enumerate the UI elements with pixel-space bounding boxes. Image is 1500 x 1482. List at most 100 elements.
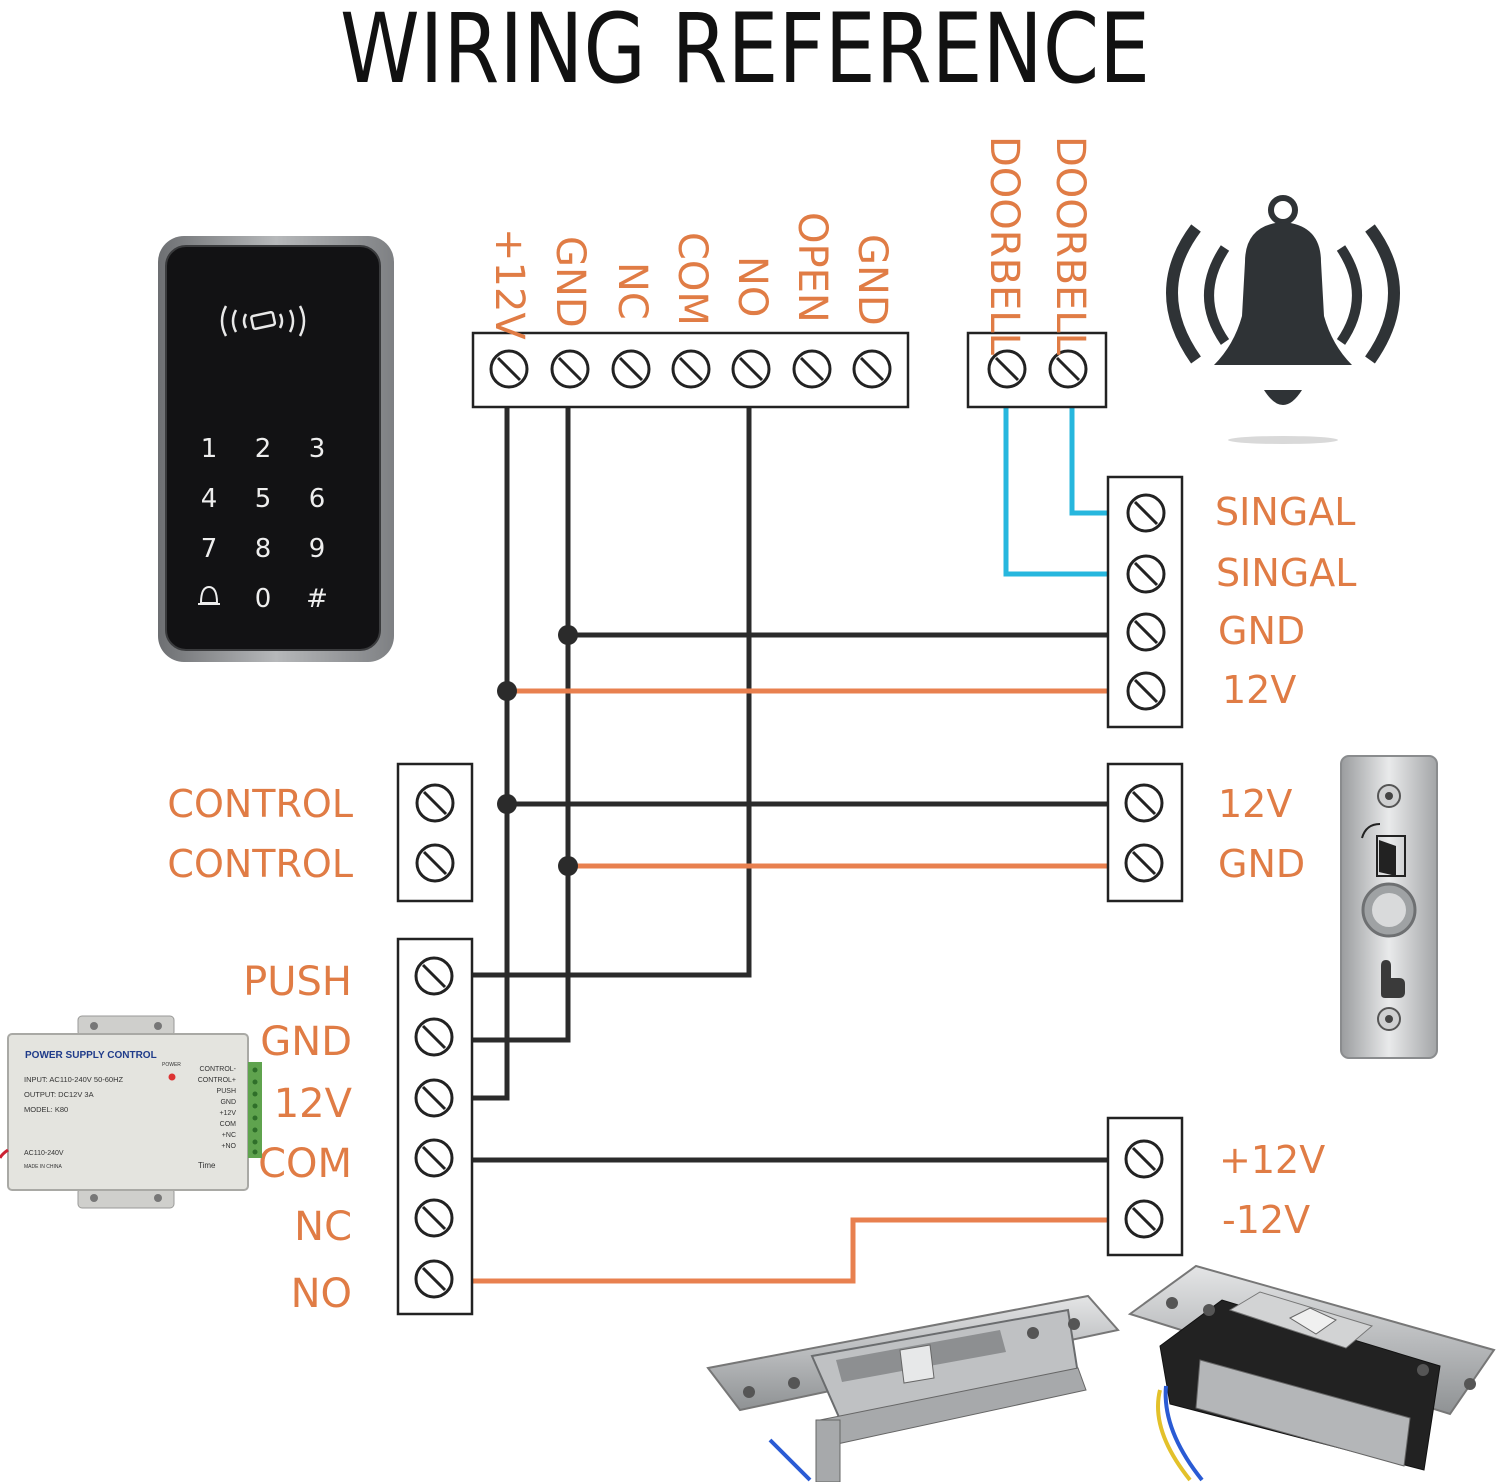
power-supply-block [396,937,474,1316]
psu-made-label: MADE IN CHINA [24,1164,62,1170]
keypad-key: 1 [201,434,218,464]
power-supply-label: NC [294,1204,352,1250]
keypad-terminal-label: GND [849,234,895,326]
keypad-terminal-screw [852,349,892,389]
keypad-key: 6 [309,484,326,514]
exit-button-image [1340,755,1438,1059]
doorbell-module-screw [1126,493,1166,533]
power-supply-label: GND [260,1019,352,1065]
doorbell-terminal-screw [987,349,1027,389]
keypad-terminal-label: COM [669,232,715,326]
keypad-terminal-block [471,331,910,409]
lock-label: -12V [1222,1198,1310,1242]
psu-ac-label: AC110-240V [24,1150,64,1157]
power-supply-label: 12V [274,1081,353,1127]
psu-line-output: OUTPUT: DC12V 3A [24,1090,94,1099]
wire-keypad-no-push [472,405,752,978]
door-icon [1361,823,1406,877]
keypad-terminal-screw [792,349,832,389]
power-supply-screw [414,1017,454,1057]
keypad-terminal-label: GND [547,236,593,328]
keypad-terminal-screw [671,349,711,389]
control-screw [415,783,455,823]
doorbell-module-label: 12V [1222,668,1296,712]
doorbell-terminal-label: DOORBELL [981,136,1027,356]
bell-icon [1166,195,1400,444]
doorbell-module-screw [1126,554,1166,594]
keypad-key: 5 [255,484,272,514]
wire-doorbell-signal-1 [1003,405,1108,577]
lock-label: +12V [1219,1138,1325,1182]
control-label: CONTROL [167,782,353,826]
psu-terminal-labels: CONTROL- CONTROL+ PUSH GND +12V COM +NC +NO [198,1066,237,1150]
rfid-icon [220,305,306,337]
keypad-terminal-label: NO [729,256,775,317]
power-supply-label: NO [291,1271,352,1317]
psu-terminal-label: +NO [221,1143,236,1150]
keypad-terminal-screw [550,349,590,389]
psu-terminal-label: CONTROL+ [198,1077,236,1084]
keypad-terminal-label: +12V [486,228,532,340]
psu-terminal-label: CONTROL- [199,1066,236,1073]
keypad-key: # [306,584,328,614]
doorbell-terminal-label: DOORBELL [1047,136,1093,356]
psu-title: POWER SUPPLY CONTROL [25,1050,157,1061]
doorbell-terminal-screw [1048,349,1088,389]
terminal-blocks [396,331,1184,1316]
door-strike-image-1 [706,1294,1120,1482]
power-supply-screw [414,1198,454,1238]
keypad-key: 0 [255,584,272,614]
lock-screw [1124,1199,1164,1239]
exit-button-screw [1124,843,1164,883]
psu-power-label: POWER [162,1062,181,1068]
wires [472,405,1108,1284]
psu-line-model: MODEL: K80 [24,1105,68,1114]
wire-keypad-12v [472,405,510,1101]
keypad-terminal-label: OPEN [789,212,835,323]
doorbell-module-label: SINGAL [1215,490,1355,534]
psu-line-input: INPUT: AC110-240V 50-60HZ [24,1075,123,1084]
junctions [497,625,578,876]
keypad-terminal-screw [489,349,529,389]
keypad-key: 7 [201,534,218,564]
exit-button-label: GND [1218,842,1305,886]
keypad-terminal-screw [731,349,771,389]
power-supply-screw [414,956,454,996]
doorbell-module-label: GND [1218,609,1305,653]
lock-screw [1124,1139,1164,1179]
psu-terminal-label: COM [220,1121,237,1128]
control-label: CONTROL [167,842,353,886]
control-screw [415,843,455,883]
wire-keypad-gnd [472,405,571,1043]
exit-button-label: 12V [1218,782,1292,826]
doorbell-module-screw [1126,612,1166,652]
keypad-terminal-screw [611,349,651,389]
power-supply-screw [414,1078,454,1118]
power-supply-label: PUSH [243,959,352,1005]
keypad-terminal-label: NC [609,262,655,320]
hand-icon [1381,960,1405,998]
door-strike-image-2 [1127,1264,1496,1482]
page-title: WIRING REFERENCE [340,0,1150,105]
psu-terminal-label: +12V [219,1110,236,1117]
terminal-labels: +12V GND NC COM NO OPEN GND DOORBELL DOORBELL SIN… [167,136,1356,1317]
power-supply-image: POWER SUPPLY CONTROL INPUT: AC110-240V 5… [0,1015,262,1209]
power-supply-screw [414,1138,454,1178]
power-supply-label: COM [258,1141,352,1187]
keypad-bell-icon [198,585,220,605]
keypad-key: 4 [201,484,218,514]
wire-doorbell-signal-2 [1069,405,1108,516]
psu-terminal-label: +NC [222,1132,236,1139]
keypad-key: 2 [255,434,272,464]
psu-terminal-label: GND [220,1099,236,1106]
exit-button-screw [1124,783,1164,823]
power-supply-screw [414,1259,454,1299]
keypad-key: 3 [309,434,326,464]
psu-terminal-label: PUSH [217,1088,236,1095]
doorbell-module-label: SINGAL [1216,551,1356,595]
wire-lock-no [472,1217,1108,1284]
keypad-key: 9 [309,534,326,564]
